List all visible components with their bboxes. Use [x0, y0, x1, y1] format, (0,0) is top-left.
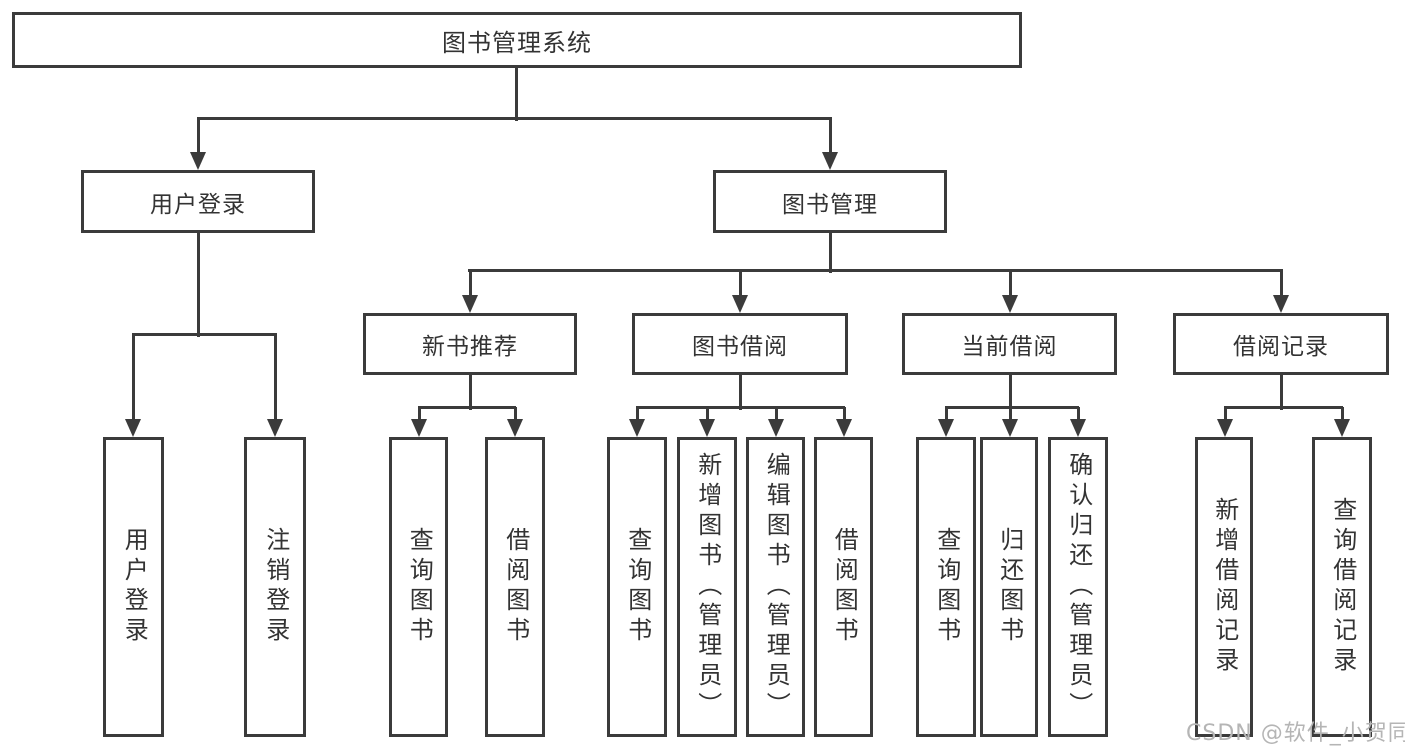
connector-line [738, 270, 742, 297]
connector-line [468, 268, 1283, 272]
connector-line [131, 334, 135, 421]
leaf-label: 查询图书 [623, 527, 652, 647]
leaf-label: 查询借阅记录 [1328, 497, 1357, 677]
node-label: 图书管理 [782, 191, 878, 218]
connector-line [132, 332, 277, 336]
watermark: CSDN @软件_小贺同学 [1186, 721, 1405, 746]
leaf-query-books: 查询图书 [916, 437, 976, 737]
connector-line [417, 407, 421, 421]
arrowhead-icon [1069, 419, 1086, 437]
connector-line [945, 405, 1079, 409]
arrowhead-icon [1001, 419, 1018, 437]
leaf-label: 查询图书 [932, 527, 961, 647]
arrowhead-icon [1001, 295, 1018, 313]
leaf-label: 确认归还（管理员） [1064, 452, 1093, 722]
connector-line [1279, 270, 1283, 297]
leaf-logout: 注销登录 [244, 437, 306, 737]
connector-line [468, 270, 472, 297]
connector-line [774, 407, 778, 421]
arrowhead-icon [731, 295, 748, 313]
connector-line [273, 334, 277, 421]
leaf-label: 新增图书（管理员） [693, 452, 722, 722]
leaf-label: 编辑图书（管理员） [762, 452, 791, 722]
connector-line [1008, 373, 1012, 410]
node-label: 当前借阅 [961, 334, 1058, 360]
node-label: 借阅记录 [1233, 334, 1329, 360]
leaf-label: 新增借阅记录 [1210, 497, 1239, 677]
connector-line [636, 405, 845, 409]
arrowhead-icon [266, 419, 283, 437]
connector-line [196, 231, 200, 337]
node-label: 图书借阅 [692, 334, 788, 360]
leaf-query-books: 查询图书 [389, 437, 448, 737]
arrowhead-icon [189, 152, 206, 170]
arrowhead-icon [937, 419, 954, 437]
arrowhead-icon [1216, 419, 1233, 437]
leaf-label: 注销登录 [261, 527, 290, 647]
node-user-login: 用户登录 [81, 170, 315, 233]
node-new-book-recommend: 新书推荐 [363, 313, 577, 375]
node-borrow-records: 借阅记录 [1173, 313, 1389, 375]
connector-line [635, 407, 639, 421]
leaf-label: 归还图书 [995, 527, 1024, 647]
connector-line [513, 407, 517, 421]
arrowhead-icon [506, 419, 523, 437]
connector-line [468, 373, 472, 410]
connector-line [1224, 405, 1343, 409]
leaf-label: 借阅图书 [501, 527, 530, 647]
connector-line [828, 118, 832, 154]
connector-line [514, 68, 518, 121]
connector-line [705, 407, 709, 421]
connector-line [1008, 270, 1012, 297]
leaf-label: 查询图书 [405, 527, 434, 647]
arrowhead-icon [124, 419, 141, 437]
node-book-borrow: 图书借阅 [632, 313, 848, 375]
arrowhead-icon [698, 419, 715, 437]
node-label: 用户登录 [150, 191, 246, 218]
leaf-query-borrow-record: 查询借阅记录 [1312, 437, 1372, 737]
connector-line [197, 116, 832, 120]
node-library-management-system: 图书管理系统 [12, 12, 1022, 68]
node-label: 图书管理系统 [442, 28, 592, 57]
connector-line [944, 407, 948, 421]
arrowhead-icon [461, 295, 478, 313]
connector-line [738, 373, 742, 410]
leaf-borrow-books: 借阅图书 [814, 437, 873, 737]
connector-line [1223, 407, 1227, 421]
connector-line [1008, 407, 1012, 421]
leaf-add-borrow-record: 新增借阅记录 [1195, 437, 1253, 737]
connector-line [1279, 373, 1283, 410]
arrowhead-icon [628, 419, 645, 437]
arrowhead-icon [1333, 419, 1350, 437]
node-book-management: 图书管理 [713, 170, 947, 233]
connector-line [828, 231, 832, 273]
leaf-return-books: 归还图书 [980, 437, 1038, 737]
arrowhead-icon [835, 419, 852, 437]
connector-line [1340, 407, 1344, 421]
leaf-borrow-books: 借阅图书 [485, 437, 545, 737]
arrowhead-icon [821, 152, 838, 170]
connector-line [418, 405, 516, 409]
leaf-query-books: 查询图书 [607, 437, 667, 737]
node-label: 新书推荐 [422, 334, 518, 360]
leaf-label: 借阅图书 [830, 527, 859, 647]
connector-line [196, 118, 200, 154]
connector-line [1076, 407, 1080, 421]
leaf-edit-books-admin: 编辑图书（管理员） [746, 437, 805, 737]
arrowhead-icon [1272, 295, 1289, 313]
leaf-confirm-return-admin: 确认归还（管理员） [1048, 437, 1108, 737]
leaf-user-login: 用户登录 [103, 437, 164, 737]
leaf-label: 用户登录 [120, 527, 149, 647]
connector-line [842, 407, 846, 421]
arrowhead-icon [767, 419, 784, 437]
node-current-borrow: 当前借阅 [902, 313, 1117, 375]
arrowhead-icon [410, 419, 427, 437]
leaf-add-books-admin: 新增图书（管理员） [677, 437, 737, 737]
